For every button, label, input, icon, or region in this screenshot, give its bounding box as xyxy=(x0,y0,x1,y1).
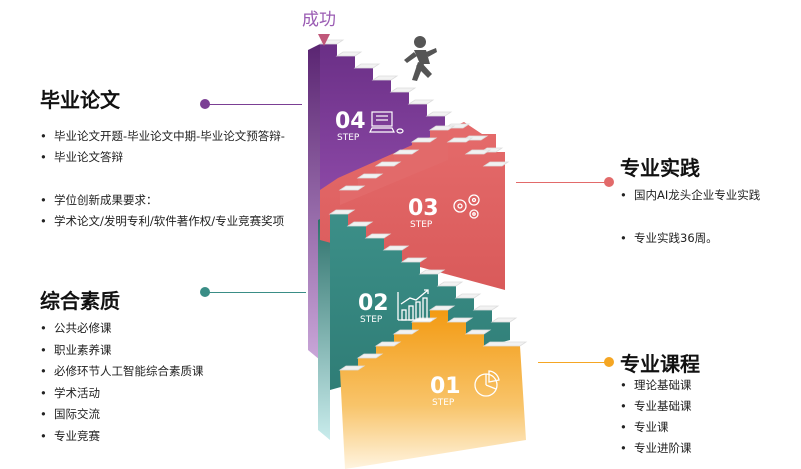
gears-icon xyxy=(453,194,480,219)
courses-connector-line xyxy=(538,362,608,363)
courses-title: 专业课程 xyxy=(620,352,700,376)
quality-item: 专业竞赛 xyxy=(40,426,204,448)
courses-item: 专业课 xyxy=(620,417,692,438)
computer-icon xyxy=(369,111,404,134)
stair-side-04 xyxy=(308,44,320,360)
courses-item: 专业基础课 xyxy=(620,396,692,417)
step-04-number: 04 xyxy=(335,109,366,134)
quality-item: 职业素养课 xyxy=(40,340,204,362)
step-01-label: STEP xyxy=(432,398,455,408)
thesis-connector-line xyxy=(206,104,302,105)
quality-list: 公共必修课 职业素养课 必修环节人工智能综合素质课 学术活动 国际交流 专业竞赛 xyxy=(40,318,204,447)
step-01-number: 01 xyxy=(430,374,461,399)
practice-connector-line xyxy=(516,182,608,183)
quality-item: 公共必修课 xyxy=(40,318,204,340)
quality-item: 学术活动 xyxy=(40,383,204,405)
thesis-title: 毕业论文 xyxy=(40,88,120,112)
courses-item: 理论基础课 xyxy=(620,375,692,396)
thesis-item-cont: 学术论文/发明专利/软件著作权/专业竞赛奖项 xyxy=(40,211,284,232)
success-label: 成功 xyxy=(302,10,336,30)
practice-list-2: 专业实践36周。 xyxy=(620,228,718,249)
flight-03-steps xyxy=(340,130,448,205)
thesis-list-2: 学位创新成果要求： 学术论文/发明专利/软件著作权/专业竞赛奖项 xyxy=(40,190,284,232)
courses-connector-dot xyxy=(604,357,614,367)
stair-side-02 xyxy=(318,214,330,440)
quality-title: 综合素质 xyxy=(40,289,120,313)
quality-item: 必修环节人工智能综合素质课 xyxy=(40,361,204,383)
courses-list: 理论基础课 专业基础课 专业课 专业进阶课 xyxy=(620,375,692,459)
thesis-item: 毕业论文开题-毕业论文中期-毕业论文预答辩- xyxy=(40,126,285,147)
top-arrow xyxy=(318,34,330,46)
step-02-number: 02 xyxy=(358,291,389,316)
practice-item: 专业实践36周。 xyxy=(620,228,718,249)
quality-connector-dot xyxy=(200,287,210,297)
thesis-item-cont: 毕业论文答辩 xyxy=(40,147,285,168)
staircase-graphic: 04 STEP 03 STEP 02 STEP 01 STEP xyxy=(308,34,528,469)
step-03-label: STEP xyxy=(410,220,433,230)
step-04-label: STEP xyxy=(337,133,360,143)
practice-list: 国内AI龙头企业专业实践 xyxy=(620,185,760,206)
flight-01 xyxy=(340,310,526,469)
pie-chart-icon xyxy=(474,370,500,397)
practice-connector-dot xyxy=(604,177,614,187)
practice-title: 专业实践 xyxy=(620,156,700,180)
quality-connector-line xyxy=(206,292,306,293)
thesis-item: 学位创新成果要求： xyxy=(40,190,284,211)
climbing-person-icon xyxy=(404,36,437,81)
practice-item: 国内AI龙头企业专业实践 xyxy=(620,185,760,206)
step-03-number: 03 xyxy=(408,196,439,221)
step-02-label: STEP xyxy=(360,315,383,325)
thesis-connector-dot xyxy=(200,99,210,109)
quality-item: 国际交流 xyxy=(40,404,204,426)
thesis-list: 毕业论文开题-毕业论文中期-毕业论文预答辩- 毕业论文答辩 xyxy=(40,126,285,168)
growth-chart-icon xyxy=(397,289,432,321)
courses-item: 专业进阶课 xyxy=(620,438,692,459)
stair-treads xyxy=(318,39,528,371)
